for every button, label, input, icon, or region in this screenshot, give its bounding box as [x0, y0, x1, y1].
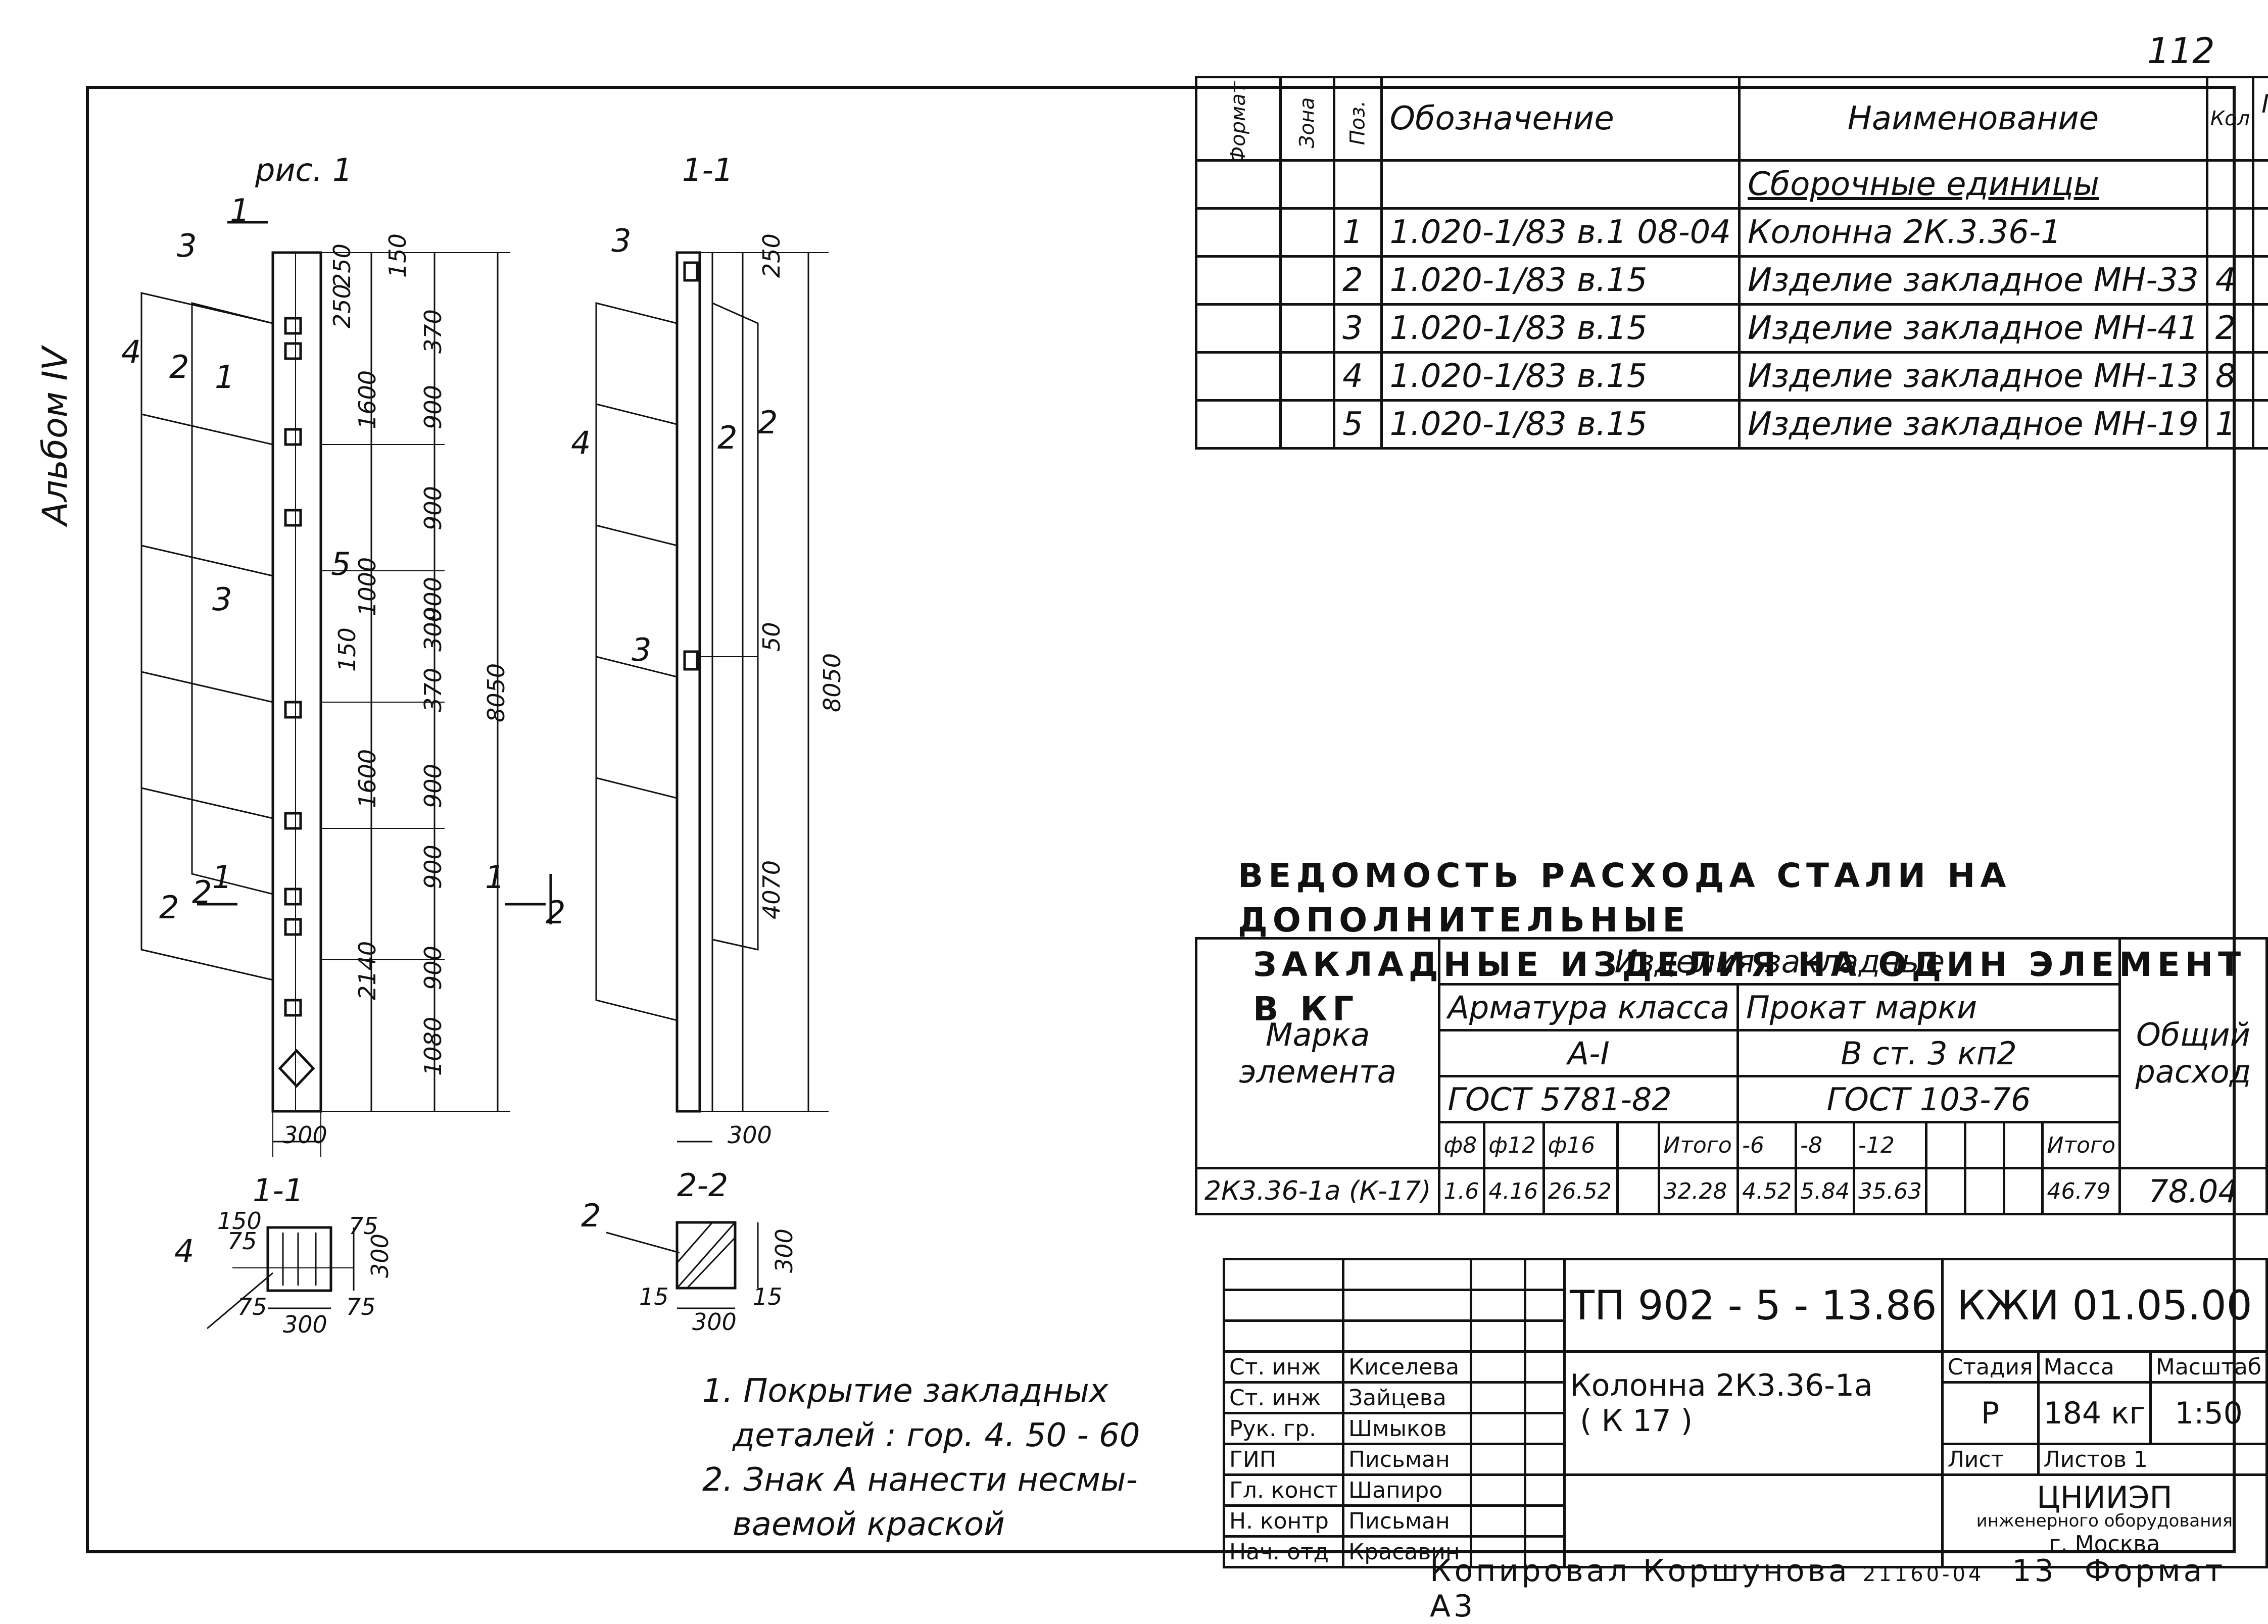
- dim: 370: [419, 668, 447, 712]
- table-row: 4 1.020-1/83 в.15 Изделие закладное МН-1…: [1196, 353, 2268, 401]
- dim: 1000: [354, 557, 381, 616]
- table-row: 3 1.020-1/83 в.15 Изделие закладное МН-4…: [1196, 305, 2268, 353]
- mass: 184 кг: [2038, 1383, 2150, 1444]
- dim: 75: [227, 1227, 257, 1255]
- note-line: деталей : гор. 4. 50 - 60: [702, 1413, 1140, 1458]
- dim: 75: [346, 1293, 376, 1320]
- callout: 4: [121, 333, 141, 370]
- rebar-class: А-I: [1439, 1030, 1738, 1076]
- dim: 15: [753, 1283, 783, 1310]
- dim: 250: [328, 284, 356, 328]
- dim: 1600: [354, 749, 381, 808]
- rolled-grade: В ст. 3 кп2: [1738, 1030, 2120, 1076]
- dim: 300: [283, 1121, 327, 1149]
- dim: 370: [419, 309, 447, 354]
- dim: 900: [419, 845, 447, 889]
- dim: 4070: [758, 860, 785, 919]
- dim: 300: [419, 607, 447, 652]
- dim: 8050: [482, 663, 510, 722]
- dim: 250: [758, 233, 785, 278]
- rolled-gost: ГОСТ 103-76: [1738, 1076, 2120, 1122]
- callout: 4: [571, 424, 591, 461]
- callout: 3: [632, 631, 651, 668]
- steel-consumption-table: Марка элемента Изделия закладные Общий р…: [1195, 937, 2268, 1215]
- dim: 900: [419, 486, 447, 530]
- cut-mark: 2: [546, 894, 565, 931]
- callout: 2: [581, 1197, 601, 1234]
- dim: 150: [384, 233, 411, 278]
- column-body: [273, 253, 321, 1111]
- table-row: 2 1.020-1/83 в.15 Изделие закладное МН-3…: [1196, 257, 2268, 305]
- dim: 900: [419, 764, 447, 808]
- dim: 300: [728, 1121, 772, 1149]
- dim: 8050: [818, 653, 846, 712]
- callout: 2: [159, 889, 179, 926]
- callout: 1: [212, 859, 232, 896]
- callout: 3: [177, 227, 197, 264]
- copier-line: Копировал Коршунова 21160-04 13 Формат А…: [1430, 1553, 2268, 1624]
- spec-header-name: Наименование: [1740, 77, 2207, 161]
- steel-total-header: Общий расход: [2120, 939, 2267, 1168]
- rebar-gost: ГОСТ 5781-82: [1439, 1076, 1738, 1122]
- figure-title-section: 1-1: [682, 152, 733, 188]
- cut-mark: 1: [230, 192, 250, 229]
- callout: 2: [758, 404, 778, 441]
- spec-header-zone: Зона: [1281, 77, 1334, 161]
- note-line: ваемой краской: [702, 1502, 1140, 1547]
- notes: 1. Покрытие закладных деталей : гор. 4. …: [702, 1369, 1140, 1547]
- table-row: 1 1.020-1/83 в.1 08-04 Колонна 2К.3.36-1: [1196, 209, 2268, 257]
- steel-mark-label: Марка элемента: [1196, 939, 1439, 1168]
- callout: 3: [212, 581, 232, 618]
- dim: 1600: [354, 370, 381, 429]
- section-small-2: 2-2: [677, 1167, 728, 1204]
- table-row: 2К3.36-1а (К-17) 1.6 4.16 26.52 32.28 4.…: [1196, 1168, 2267, 1214]
- cut-mark: 2: [192, 874, 212, 911]
- callout: 2: [717, 419, 737, 456]
- table-row: 5 1.020-1/83 в.15 Изделие закладное МН-1…: [1196, 401, 2268, 449]
- note-line: 2. Знак А нанести несмы-: [702, 1458, 1140, 1502]
- dim: 50: [758, 622, 785, 652]
- dim: 2140: [354, 941, 381, 1000]
- sheet-number: 112: [2147, 30, 2215, 72]
- scale: 1:50: [2150, 1383, 2266, 1444]
- section-small-1: 1-1: [253, 1172, 304, 1209]
- dim: 250: [328, 243, 356, 288]
- dim: 75: [237, 1293, 267, 1320]
- callout: 1: [215, 359, 234, 396]
- steel-row-mark: 2К3.36-1а (К-17): [1196, 1168, 1439, 1214]
- dim: 900: [419, 385, 447, 429]
- dim: 900: [419, 946, 447, 990]
- spec-header-note: Приме-чание: [2253, 77, 2268, 161]
- steel-group: Изделия закладные: [1439, 939, 2120, 985]
- dim: 1080: [419, 1017, 447, 1076]
- steel-row-total: 78.04: [2120, 1168, 2267, 1214]
- rolled-header: Прокат марки: [1738, 985, 2120, 1030]
- specification-table: Формат Зона Поз. Обозначение Наименовани…: [1195, 76, 2268, 450]
- spec-header-qty: Кол: [2207, 77, 2253, 161]
- dim: 15: [639, 1283, 669, 1310]
- spec-section-title: Сборочные единицы: [1740, 161, 2207, 209]
- title-block: ТП 902 - 5 - 13.86 КЖИ 01.05.00 Ст. инж …: [1223, 1258, 2268, 1568]
- callout: 2: [169, 349, 189, 385]
- spec-header-pos: Поз.: [1334, 77, 1382, 161]
- dim: 300: [283, 1311, 327, 1338]
- dim: 300: [366, 1234, 394, 1278]
- spec-header-format: Формат: [1196, 77, 1281, 161]
- note-line: 1. Покрытие закладных: [702, 1369, 1140, 1413]
- callout: 4: [174, 1233, 194, 1269]
- doc-code: ТП 902 - 5 - 13.86: [1565, 1259, 1943, 1352]
- sheet-code: КЖИ 01.05.00: [1942, 1259, 2266, 1352]
- dim: 150: [333, 627, 361, 672]
- spec-header-designation: Обозначение: [1381, 77, 1739, 161]
- dim: 300: [692, 1308, 737, 1336]
- callout: 5: [331, 546, 351, 582]
- drawing-title: Колонна 2К3.36-1а ( К 17 ): [1565, 1352, 1943, 1475]
- dim: 300: [770, 1228, 798, 1273]
- stage: Р: [1942, 1383, 2038, 1444]
- rebar-header: Арматура класса: [1439, 985, 1738, 1030]
- figure-title-main: рис. 1: [255, 152, 353, 188]
- callout: 3: [611, 222, 631, 259]
- column-drawing: [0, 0, 1162, 1515]
- cut-mark: 1: [485, 859, 505, 896]
